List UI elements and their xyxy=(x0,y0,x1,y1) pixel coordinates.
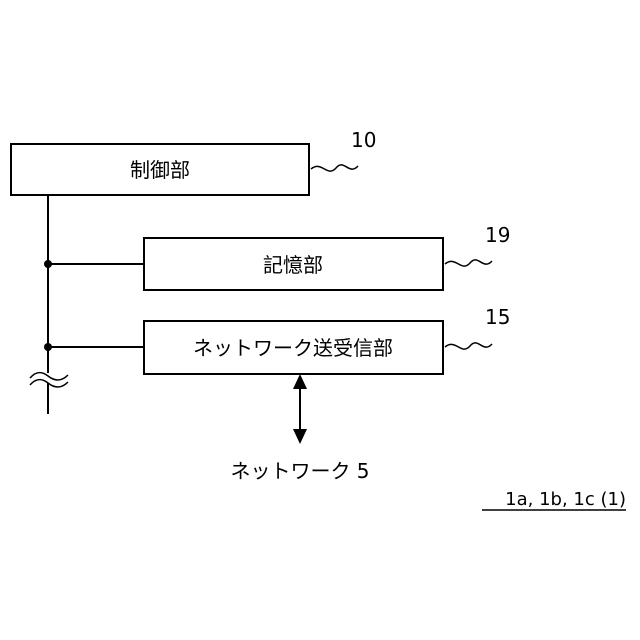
network-transceiver-ref-number: 15 xyxy=(485,305,510,329)
arrow-head-up-icon xyxy=(293,374,307,389)
control-ref-number: 10 xyxy=(351,128,376,152)
network-transceiver-ref-leader xyxy=(445,343,492,349)
network-transceiver-label: ネットワーク送受信部 xyxy=(193,336,393,360)
figure-reference: 1a, 1b, 1c (1) xyxy=(505,489,626,510)
bus-break-mark xyxy=(30,373,68,381)
arrow-head-down-icon xyxy=(293,429,307,444)
storage-ref-leader xyxy=(445,260,492,266)
control-block-label: 制御部 xyxy=(130,158,190,182)
control-ref-leader xyxy=(311,165,358,171)
storage-ref-number: 19 xyxy=(485,223,510,247)
storage-block-label: 記憶部 xyxy=(263,253,323,277)
network-label: ネットワーク 5 xyxy=(230,459,369,483)
